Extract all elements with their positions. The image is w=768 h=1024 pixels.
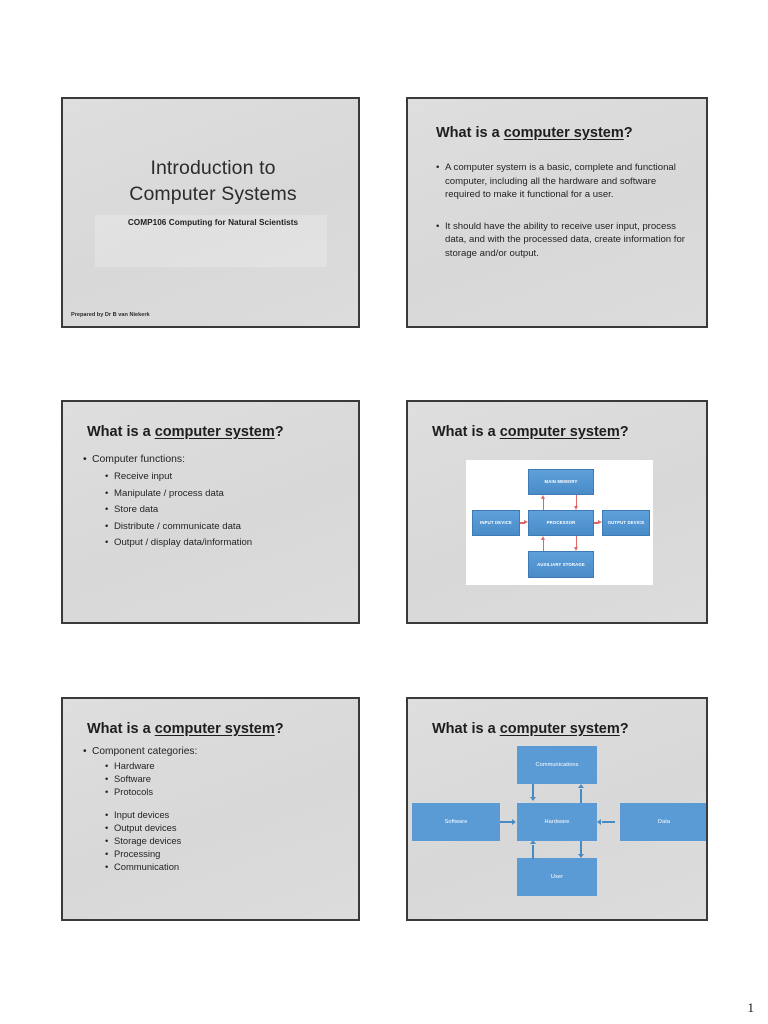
components-bullet-list: Component categories: Hardware Software … <box>83 745 348 873</box>
slide-heading-prefix: What is a <box>432 721 500 737</box>
arrow-main-memory-to-processor <box>576 495 578 507</box>
list-item: Receive input <box>105 469 348 486</box>
slide-heading: What is a computer system? <box>432 424 629 440</box>
diagram-box-communications: Communications <box>517 746 597 784</box>
slide-heading-suffix: ? <box>274 424 284 440</box>
list-item: Software <box>105 773 348 786</box>
arrow-hardware-to-user <box>580 841 582 855</box>
list-item: Output / display data/information <box>105 535 348 552</box>
list-item: Storage devices <box>105 835 348 848</box>
slide-components-diagram[interactable]: What is a computer system? Communication… <box>406 697 708 921</box>
arrow-software-to-hardware <box>500 821 513 823</box>
diagram-box-input-device: INPUT DEVICE <box>472 510 520 536</box>
arrow-communications-to-hardware <box>532 784 534 798</box>
arrowhead-user-to-hardware <box>529 840 536 844</box>
page-number: 1 <box>747 1000 755 1015</box>
slide-heading-underlined: computer system <box>154 424 275 440</box>
diagram-box-processor: PROCESSOR <box>528 510 594 536</box>
arrowhead-hardware-to-user <box>577 854 584 858</box>
slide-heading-prefix: What is a <box>87 721 155 737</box>
slide-components-surface: What is a computer system? Component cat… <box>63 699 358 919</box>
arrow-auxiliary-storage-to-processor <box>543 539 545 551</box>
slide-functions[interactable]: What is a computer system? Computer func… <box>61 400 360 624</box>
slide-definition[interactable]: What is a computer system? A computer sy… <box>406 97 708 328</box>
arrowhead-main-memory-to-processor <box>574 506 579 510</box>
list-item: Input devices <box>105 809 348 822</box>
slide-functions-surface: What is a computer system? Computer func… <box>63 402 358 622</box>
slide-heading-underlined: computer system <box>499 721 620 737</box>
arrow-processor-to-main-memory <box>543 498 545 510</box>
arrowhead-auxiliary-storage-to-processor <box>541 536 546 540</box>
list-item: Processing <box>105 848 348 861</box>
diagram-box-hardware: Hardware <box>517 803 597 841</box>
slide-heading-suffix: ? <box>623 125 633 141</box>
arrow-user-to-hardware <box>532 845 534 859</box>
slide-components[interactable]: What is a computer system? Component cat… <box>61 697 360 921</box>
diagram-box-data: Data <box>620 803 706 841</box>
list-item: Protocols <box>105 786 348 799</box>
slide-heading-underlined: computer system <box>499 424 620 440</box>
list-item-heading: Computer functions: <box>83 452 348 467</box>
list-item: Communication <box>105 861 348 874</box>
slide-heading-suffix: ? <box>619 721 629 737</box>
arrowhead-data-to-hardware <box>597 819 601 825</box>
list-item-heading: Component categories: <box>83 745 348 759</box>
slide-definition-surface: What is a computer system? A computer sy… <box>408 99 706 326</box>
diagram-box-main-memory: MAIN MEMORY <box>528 469 594 495</box>
arrowhead-software-to-hardware <box>512 819 516 825</box>
diagram-box-auxiliary-storage: AUXILIARY STORAGE <box>528 551 594 578</box>
list-item: Store data <box>105 502 348 519</box>
list-item: It should have the ability to receive us… <box>436 220 686 261</box>
arrow-processor-to-auxiliary-storage <box>576 536 578 548</box>
arrowhead-hardware-to-communications <box>577 784 584 788</box>
slide-heading-prefix: What is a <box>436 125 504 141</box>
slide-heading-prefix: What is a <box>87 424 155 440</box>
list-item: Distribute / communicate data <box>105 519 348 536</box>
arrowhead-communications-to-hardware <box>529 797 536 801</box>
arrowhead-processor-to-output <box>598 520 602 525</box>
presentation-title: Introduction to Computer Systems <box>81 155 345 207</box>
slide-components-diagram-surface: What is a computer system? Communication… <box>408 699 706 919</box>
list-spacer <box>83 798 348 809</box>
components-diagram: Communications Software Hardware Data Us… <box>408 739 706 919</box>
title-highlight-band <box>95 215 327 267</box>
presentation-title-line-1: Introduction to <box>150 157 276 179</box>
list-item: Hardware <box>105 760 348 773</box>
slide-heading: What is a computer system? <box>432 721 629 737</box>
arrow-input-to-processor <box>520 522 525 524</box>
arrowhead-processor-to-auxiliary-storage <box>574 547 579 551</box>
prepared-by-footer: Prepared by Dr B van Niekerk <box>71 312 150 318</box>
slide-title[interactable]: Introduction to Computer Systems COMP106… <box>61 97 360 328</box>
arrow-hardware-to-communications <box>580 789 582 803</box>
list-item: A computer system is a basic, complete a… <box>436 161 686 202</box>
slide-heading-underlined: computer system <box>503 125 624 141</box>
slide-heading-underlined: computer system <box>154 721 275 737</box>
slide-architecture-surface: What is a computer system? MAIN MEMORY I… <box>408 402 706 622</box>
slide-heading-suffix: ? <box>274 721 284 737</box>
slide-architecture-diagram[interactable]: What is a computer system? MAIN MEMORY I… <box>406 400 708 624</box>
slide-title-surface: Introduction to Computer Systems COMP106… <box>63 99 358 326</box>
slide-heading-suffix: ? <box>619 424 629 440</box>
diagram-box-software: Software <box>412 803 500 841</box>
slide-heading: What is a computer system? <box>87 424 284 440</box>
definition-bullet-list: A computer system is a basic, complete a… <box>436 161 686 279</box>
slide-heading: What is a computer system? <box>436 125 633 141</box>
list-item: Output devices <box>105 822 348 835</box>
diagram-box-user: User <box>517 858 597 896</box>
arrowhead-input-to-processor <box>524 520 528 525</box>
arrow-processor-to-output <box>594 522 599 524</box>
slide-heading: What is a computer system? <box>87 721 284 737</box>
presentation-subtitle: COMP106 Computing for Natural Scientists <box>127 218 299 227</box>
presentation-title-line-2: Computer Systems <box>129 183 297 205</box>
functions-bullet-list: Computer functions: Receive input Manipu… <box>83 452 348 552</box>
slide-heading-prefix: What is a <box>432 424 500 440</box>
list-item: Manipulate / process data <box>105 486 348 503</box>
architecture-diagram: MAIN MEMORY INPUT DEVICE PROCESSOR OUTPU… <box>466 460 653 585</box>
arrow-data-to-hardware <box>602 821 615 823</box>
arrowhead-processor-to-main-memory <box>541 495 546 499</box>
diagram-box-output-device: OUTPUT DEVICE <box>602 510 650 536</box>
